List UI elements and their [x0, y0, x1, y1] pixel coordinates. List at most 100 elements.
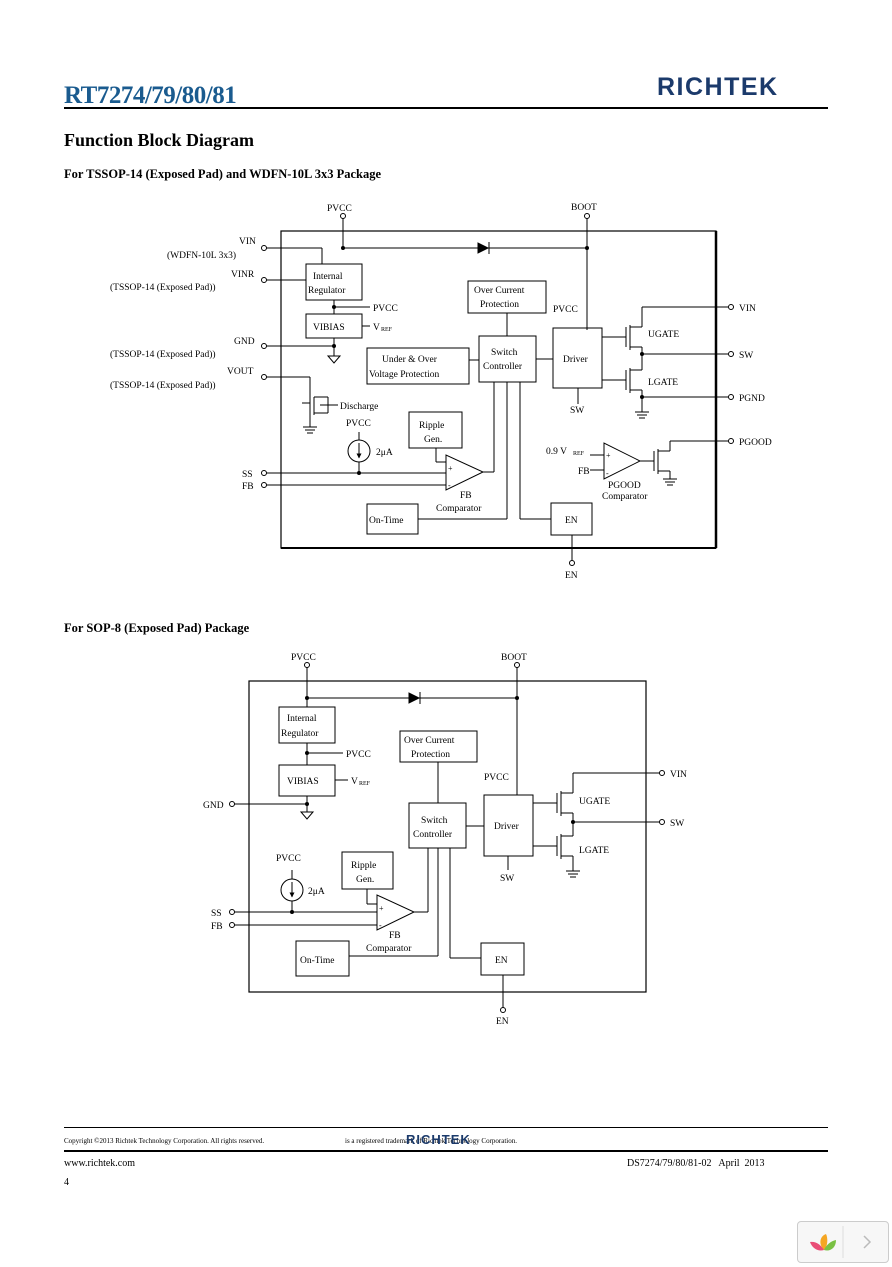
- current-label: 2μA: [376, 448, 393, 458]
- footer-rule-top: [64, 1127, 828, 1128]
- d2-fb-comp-minus: -: [379, 921, 382, 930]
- footer-rule: [64, 1150, 828, 1152]
- pin-gnd-note: (TSSOP-14 (Exposed Pad)): [110, 349, 216, 360]
- copyright-text: Copyright ©2013 Richtek Technology Corpo…: [64, 1137, 265, 1145]
- diagram1-caption: For TSSOP-14 (Exposed Pad) and WDFN-10L …: [64, 167, 382, 181]
- pin-boot: BOOT: [571, 203, 597, 213]
- d2-driver-label: Driver: [494, 822, 520, 832]
- d2-on-time-label: On-Time: [300, 956, 335, 966]
- pgood-comp-plus: +: [606, 451, 611, 460]
- pin-pgood: PGOOD: [739, 438, 772, 448]
- d2-ripple-label-1: Ripple: [351, 861, 376, 871]
- d2-fb-comp-label-2: Comparator: [366, 944, 412, 954]
- d2-pin-gnd: GND: [203, 801, 224, 811]
- d2-switch-ctrl-label-1: Switch: [421, 816, 448, 826]
- d2-pin-pvcc: PVCC: [291, 653, 316, 663]
- doc-id: DS7274/79/80/81-02 April 2013: [627, 1158, 765, 1169]
- vref-sub: REF: [381, 327, 393, 333]
- d2-ripple-label-2: Gen.: [356, 875, 374, 885]
- fb-comp-minus: -: [448, 481, 451, 490]
- ocp-label-1: Over Current: [474, 286, 525, 296]
- int-reg-label-2: Regulator: [308, 286, 346, 296]
- vibias-label: VIBIAS: [313, 323, 345, 333]
- section-title: Function Block Diagram: [64, 130, 255, 150]
- driver-sw-label: SW: [570, 406, 584, 416]
- pin-gnd: GND: [234, 337, 255, 347]
- pgood-fb-label: FB: [578, 467, 590, 477]
- v09-sub: REF: [573, 451, 585, 457]
- pin-ss: SS: [242, 470, 253, 480]
- ripple-label-1: Ripple: [419, 421, 444, 431]
- ugate-label: UGATE: [648, 330, 679, 340]
- switch-ctrl-label-2: Controller: [483, 362, 523, 372]
- fb-comp-label-1: FB: [460, 491, 472, 501]
- pgood-comp-minus: -: [606, 469, 609, 478]
- d2-int-reg-label-1: Internal: [287, 714, 317, 724]
- d2-vref-label: V: [351, 777, 358, 787]
- viewer-widget[interactable]: [797, 1221, 889, 1263]
- fb-comp-label-2: Comparator: [436, 504, 482, 514]
- d2-driver-pvcc-label: PVCC: [484, 773, 509, 783]
- d2-current-label: 2μA: [308, 887, 325, 897]
- d2-en-block-label: EN: [495, 956, 508, 966]
- pin-vout-note: (TSSOP-14 (Exposed Pad)): [110, 380, 216, 391]
- pvcc-label: PVCC: [373, 304, 398, 314]
- pgood-comp-label-2: Comparator: [602, 492, 648, 502]
- d2-pvcc-label: PVCC: [346, 750, 371, 760]
- d2-ocp-label-2: Protection: [411, 750, 450, 760]
- pin-vin-note: (WDFN-10L 3x3): [167, 250, 236, 261]
- d2-pin-sw: SW: [670, 819, 684, 829]
- driver-pvcc-label: PVCC: [553, 305, 578, 315]
- ripple-label-2: Gen.: [424, 435, 442, 445]
- uvp-label-1: Under & Over: [382, 355, 438, 365]
- pin-pvcc: PVCC: [327, 204, 352, 214]
- d2-lgate-label: LGATE: [579, 846, 609, 856]
- chevron-right-icon: [863, 1235, 872, 1249]
- part-number-title: RT7274/79/80/81: [64, 82, 237, 109]
- pin-pgnd: PGND: [739, 394, 765, 404]
- d2-ugate-label: UGATE: [579, 797, 610, 807]
- d2-pin-vin: VIN: [670, 770, 687, 780]
- vref-label: V: [373, 323, 380, 333]
- pin-sw: SW: [739, 351, 753, 361]
- discharge-label: Discharge: [340, 402, 378, 412]
- pin-vin: VIN: [239, 237, 256, 247]
- header-rule: [64, 107, 828, 109]
- on-time-label: On-Time: [369, 516, 404, 526]
- d2-fb-comp-label-1: FB: [389, 931, 401, 941]
- lgate-label: LGATE: [648, 378, 678, 388]
- d2-pin-en: EN: [496, 1017, 509, 1027]
- uvp-label-2: Voltage Protection: [369, 370, 440, 380]
- pin-vinr: VINR: [231, 270, 255, 280]
- ocp-label-2: Protection: [480, 300, 519, 310]
- pgood-comp-label-1: PGOOD: [608, 481, 641, 491]
- driver-label: Driver: [563, 355, 589, 365]
- d2-fb-comp-plus: +: [379, 904, 384, 913]
- d2-switch-ctrl-label-2: Controller: [413, 830, 453, 840]
- fb-comp-plus: +: [448, 464, 453, 473]
- d2-ocp-label-1: Over Current: [404, 736, 455, 746]
- d2-cs-pvcc-label: PVCC: [276, 854, 301, 864]
- pin-vout: VOUT: [227, 367, 254, 377]
- page-number: 4: [64, 1177, 69, 1188]
- footer-logo: RICHTEK: [406, 1132, 471, 1147]
- richtek-logo: RICHTEK: [657, 73, 779, 101]
- pin-en: EN: [565, 571, 578, 581]
- en-block-label: EN: [565, 516, 578, 526]
- d2-vref-sub: REF: [359, 781, 371, 787]
- d2-pin-fb: FB: [211, 922, 223, 932]
- d2-driver-sw-label: SW: [500, 874, 514, 884]
- website-link[interactable]: www.richtek.com: [64, 1158, 135, 1169]
- diagram2-caption: For SOP-8 (Exposed Pad) Package: [64, 621, 250, 635]
- cs-pvcc-label: PVCC: [346, 419, 371, 429]
- d2-pin-ss: SS: [211, 909, 222, 919]
- v09-label: 0.9 V: [546, 447, 567, 457]
- trademark-text: is a registered trademark of Richtek Tec…: [345, 1137, 517, 1145]
- d2-pin-boot: BOOT: [501, 653, 527, 663]
- viewer-logo-icon: [810, 1226, 872, 1258]
- pin-fb: FB: [242, 482, 254, 492]
- d2-vibias-label: VIBIAS: [287, 777, 319, 787]
- switch-ctrl-label-1: Switch: [491, 348, 518, 358]
- d2-int-reg-label-2: Regulator: [281, 729, 319, 739]
